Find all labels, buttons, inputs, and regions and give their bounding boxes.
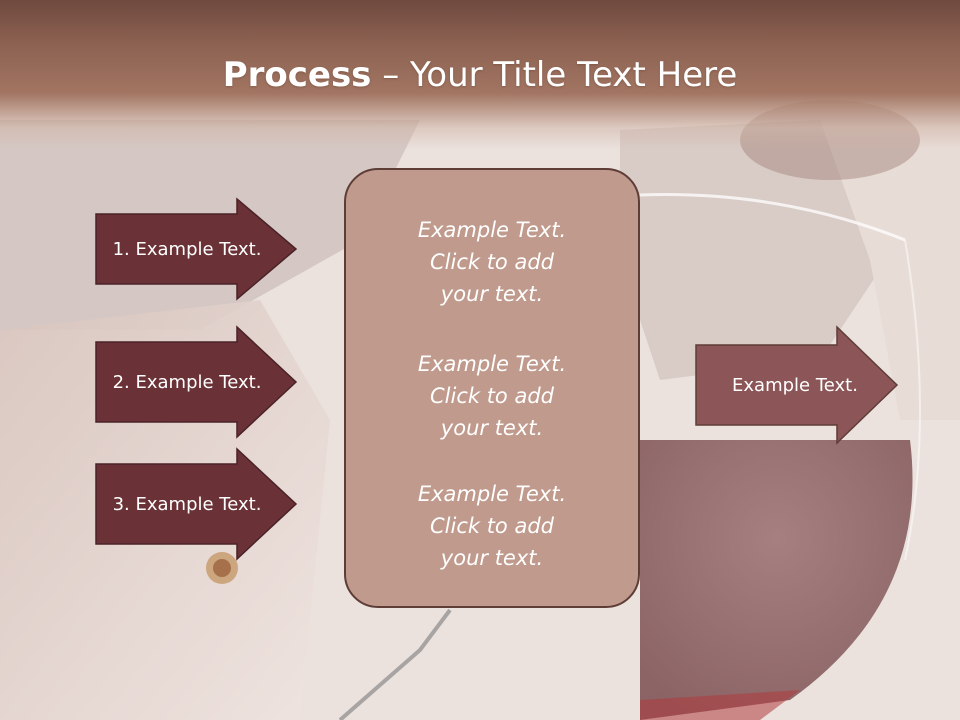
title-rest: – Your Title Text Here [371,55,738,95]
title-bold: Process [222,55,372,95]
step-arrow-3[interactable]: 3. Example Text. [95,447,298,561]
output-arrow[interactable]: Example Text. [695,325,899,445]
center-paragraph-2: Example Text. Click to add your text. [417,352,567,440]
step-arrow-2-shape [95,325,298,439]
step-arrow-1-label: 1. Example Text. [112,238,262,260]
step-arrow-3-label: 3. Example Text. [112,493,262,515]
output-arrow-label: Example Text. [732,374,858,396]
step-arrow-2-label: 2. Example Text. [112,371,262,393]
step-arrow-1[interactable]: 1. Example Text. [95,197,298,301]
center-text-box[interactable]: Example Text. Click to add your text. Ex… [344,168,640,608]
center-paragraph-1: Example Text. Click to add your text. [417,218,567,306]
step-arrow-3-shape [95,447,298,561]
title-banner [0,0,960,150]
step-arrow-2[interactable]: 2. Example Text. [95,325,298,439]
output-arrow-shape [695,325,899,445]
slide-title[interactable]: Process – Your Title Text Here [0,52,960,98]
step-arrow-1-shape [95,197,298,301]
center-paragraph-3: Example Text. Click to add your text. [417,482,567,570]
